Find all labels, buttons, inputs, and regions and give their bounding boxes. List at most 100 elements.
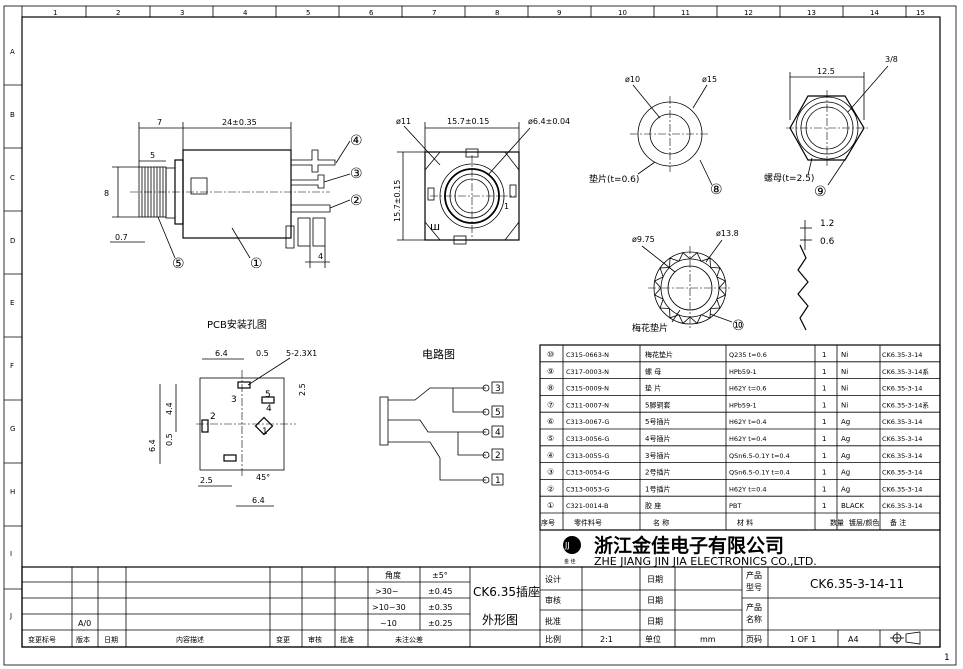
dim-5: 5 [150, 151, 155, 160]
pcb-dim-6-4-bottom: 6.4 [252, 496, 265, 505]
unit-label: 单位 [645, 634, 661, 644]
pad-3: 3 [231, 395, 237, 405]
row-g: G [10, 425, 15, 433]
circuit-title: 电路图 [422, 348, 455, 361]
bom-cell-name: 垫 片 [645, 384, 661, 393]
page-label: 页码 [746, 635, 762, 644]
pcb-dim-6-4-top: 6.4 [215, 349, 228, 358]
star-label: 梅花垫片 [632, 322, 668, 334]
circuit-pin-4: 4 [495, 428, 501, 438]
star-tooth [654, 276, 664, 289]
tol-angle-value: ±5° [432, 571, 448, 580]
bom-cell-no: ⑥ [547, 417, 554, 426]
bom-cell-part: C313-0055-G [566, 452, 609, 460]
scale-value: 2:1 [600, 635, 613, 644]
row-e: E [10, 299, 14, 307]
rev-header-tolerance: 未注公差 [395, 635, 423, 644]
bom-cell-part: C313-0053-G [566, 485, 609, 493]
dim-dia11: ø11 [396, 117, 411, 126]
row-a: A [10, 48, 15, 56]
bom-cell-material: QSn6.5-0.1Y t=0.4 [729, 452, 790, 460]
bom-header-material: 材 料 [737, 518, 753, 527]
bom-cell-remark: CK6.35-3-14系 [882, 400, 929, 409]
bom-cell-qty: 1 [822, 385, 826, 393]
circuit-pin-2: 2 [495, 451, 501, 461]
bom-cell-material: H62Y t=0.6 [729, 385, 767, 393]
star-washer-view: ø9.75 ø13.8 梅花垫片 ⑩ [632, 229, 745, 334]
pcb-dim-2-5-right: 2.5 [298, 383, 307, 396]
star-tooth [689, 314, 702, 324]
bom-cell-qty: 1 [822, 401, 826, 409]
col-6: 6 [369, 9, 374, 17]
dim-7: 7 [157, 118, 162, 127]
row-j: J [9, 612, 12, 620]
bom-cell-remark: CK6.35-3-14 [882, 452, 922, 460]
col-15: 15 [916, 9, 925, 17]
pad-2: 2 [210, 412, 216, 422]
bom-cell-finish: Ni [841, 368, 848, 376]
col-14: 14 [870, 9, 879, 17]
star-tooth [710, 267, 721, 278]
bom-cell-qty: 1 [822, 368, 826, 376]
star-tooth [700, 308, 711, 319]
rev-header-change: 变更标号 [28, 635, 56, 644]
nut-view: 12.5 3/8 螺母(t=2.5) ⑨ [764, 55, 898, 200]
circuit-pin-3: 3 [495, 384, 501, 394]
bom-cell-qty: 1 [822, 502, 826, 510]
balloon-5: ⑤ [172, 256, 185, 272]
pad-5: 5 [265, 390, 271, 400]
dim-24: 24±0.35 [222, 118, 257, 127]
col-11: 11 [681, 9, 690, 17]
col-5: 5 [306, 9, 310, 17]
dim-dia6-4: ø6.4±0.04 [528, 117, 570, 126]
washer-view: ø10 ø15 垫片(t=0.6) ⑧ [589, 75, 723, 198]
bom-cell-qty: 1 [822, 351, 826, 359]
bom-cell-qty: 1 [822, 485, 826, 493]
bom-cell-remark: CK6.35-3-14 [882, 502, 922, 510]
tol-value-2: ±0.35 [428, 603, 453, 612]
star-tooth [669, 257, 680, 268]
front-pin-mark: 1 [504, 202, 509, 211]
bom-cell-material: PBT [729, 502, 741, 510]
design-label: 设计 [545, 574, 561, 584]
star-tooth [716, 287, 726, 300]
bom-cell-part: C313-0056-G [566, 435, 609, 443]
nut-thread: 3/8 [885, 55, 898, 64]
col-10: 10 [618, 9, 627, 17]
company-block: JJ 金 佳 浙江金佳电子有限公司 ZHE JIANG JIN JIA ELEC… [539, 529, 941, 568]
bom-cell-remark: CK6.35-3-14 [882, 435, 922, 443]
bom-header-remark: 备 注 [890, 518, 906, 527]
washer-label: 垫片(t=0.6) [589, 173, 639, 185]
drawing-title-1: CK6.35插座 [473, 584, 540, 599]
bom-cell-no: ⑩ [547, 350, 554, 359]
bom-cell-finish: Ag [841, 435, 850, 443]
row-c: C [10, 174, 15, 182]
balloon-3: ③ [350, 166, 363, 182]
star-dia13-8: ø13.8 [716, 229, 739, 238]
bom-cell-no: ④ [547, 451, 554, 460]
bom-cell-name: 1号插片 [645, 484, 670, 493]
check-label: 审核 [545, 595, 561, 605]
washer-dia15: ø15 [702, 75, 717, 84]
top-ruler: 1 2 3 4 5 6 7 8 9 10 11 12 13 14 15 [21, 6, 925, 17]
bom-cell-qty: 1 [822, 469, 826, 477]
bom-cell-remark: CK6.35-3-14 [882, 385, 922, 393]
pcb-title: PCB安装孔图 [207, 318, 267, 331]
bom-cell-name: 螺 母 [645, 367, 661, 376]
bom-cell-part: C311-0007-N [566, 401, 609, 409]
pcb-angle: 45° [256, 473, 270, 482]
balloon-8: ⑧ [710, 182, 723, 198]
bom-cell-no: ⑨ [547, 367, 554, 376]
star-tooth [678, 314, 691, 324]
front-logo-mark: ш [430, 220, 440, 233]
col-8: 8 [495, 9, 499, 17]
circuit-pin-5: 5 [495, 408, 501, 418]
bom-cell-remark: CK6.35-3-14 [882, 351, 922, 359]
bom-cell-remark: CK6.35-3-14 [882, 469, 922, 477]
balloon-2: ② [350, 193, 363, 209]
bom-cell-name: 5号插片 [645, 417, 670, 426]
scale-label: 比例 [545, 634, 561, 644]
dim-8: 8 [104, 189, 109, 198]
star-tooth [654, 287, 664, 300]
